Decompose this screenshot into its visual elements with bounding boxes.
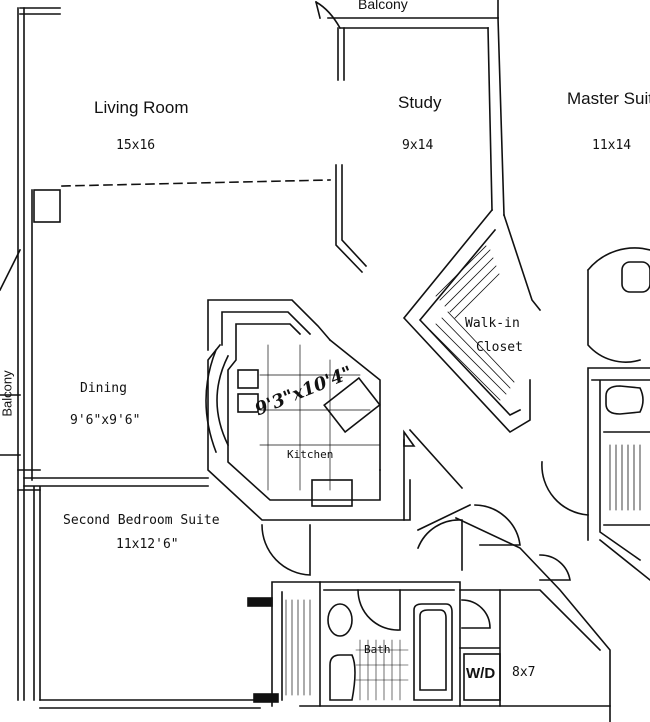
wall-top-study [327, 17, 499, 29]
washer-dryer-box [463, 653, 501, 701]
study-size: 9x14 [402, 138, 434, 153]
balcony-top-label: Balcony [358, 0, 408, 12]
bath-door-swing [357, 589, 401, 631]
bath-sink [327, 603, 353, 637]
bath-toilet [329, 654, 356, 701]
living-dining-divider [61, 179, 331, 187]
balcony-left-label: Balcony [0, 370, 15, 417]
kitchen-counter [221, 311, 381, 501]
bath-floor-hatch [355, 639, 409, 701]
master-suite-size: 11x14 [592, 138, 632, 153]
study-wall-lower [335, 164, 368, 274]
kitchen-bay [205, 348, 230, 454]
kitchen-name: Kitchen [287, 448, 334, 461]
kitchen-diag-wall [328, 338, 464, 521]
column [33, 189, 61, 223]
master-suite-name: Master Suite [567, 89, 650, 108]
bath-name: Bath [364, 643, 391, 656]
kitchen-floor-grid [259, 344, 381, 491]
bath-walls [319, 581, 461, 707]
wall-left-outer [17, 7, 25, 701]
washer-dryer-label: W/D [466, 665, 496, 682]
dining-bedroom-wall [23, 477, 209, 701]
bedroom-closet-door-bottom [253, 693, 279, 703]
hall-wall [416, 503, 611, 722]
bedroom-column [17, 469, 41, 491]
master-bath-walls [587, 367, 650, 562]
second-bedroom-size: 11x12'6" [116, 537, 179, 552]
walk-in-closet-line1: Walk-in [465, 316, 520, 331]
study-name: Study [398, 93, 442, 112]
bedroom-closet-hatch [285, 599, 311, 696]
second-bedroom-name: Second Bedroom Suite [63, 513, 220, 528]
laundry-size: 8x7 [512, 665, 536, 680]
master-tub [605, 385, 644, 415]
master-shower-hatch [609, 444, 641, 511]
study-wall-left [337, 27, 345, 81]
closet-shelving [429, 245, 515, 401]
wall-bottom [39, 699, 611, 709]
walk-in-closet-line2: Closet [476, 340, 523, 355]
kitchen-range [323, 376, 381, 434]
bedroom-closet [271, 581, 321, 707]
living-room-size: 15x16 [116, 138, 156, 153]
study-wall-right [487, 17, 505, 216]
kitchen-sink-2 [237, 393, 259, 413]
kitchen-appliance [403, 429, 416, 447]
bedroom-closet-door-top [247, 597, 273, 607]
hall-door-swing-2 [474, 504, 521, 546]
living-room-name: Living Room [94, 98, 189, 117]
wall-top-left [19, 7, 61, 15]
laundry-door-swing [461, 599, 491, 629]
hall-door-swing-3 [539, 554, 571, 581]
kitchen-outer [207, 299, 411, 521]
closet-outer [402, 208, 542, 434]
balcony-left-outline [0, 248, 22, 456]
master-door-arc [586, 247, 650, 363]
kitchen-fridge [311, 479, 353, 507]
bath-tub [413, 603, 453, 701]
dining-name: Dining [80, 381, 127, 396]
bedroom-door-swing [261, 524, 311, 576]
bath-tub-inner [419, 609, 447, 691]
master-vanity [621, 261, 650, 293]
dining-size: 9'6"x9'6" [70, 413, 141, 428]
kitchen-sink-1 [237, 369, 259, 389]
balcony-top-outline [314, 0, 499, 30]
master-door-arc-lower [541, 461, 650, 582]
laundry-right-wall [499, 589, 602, 652]
